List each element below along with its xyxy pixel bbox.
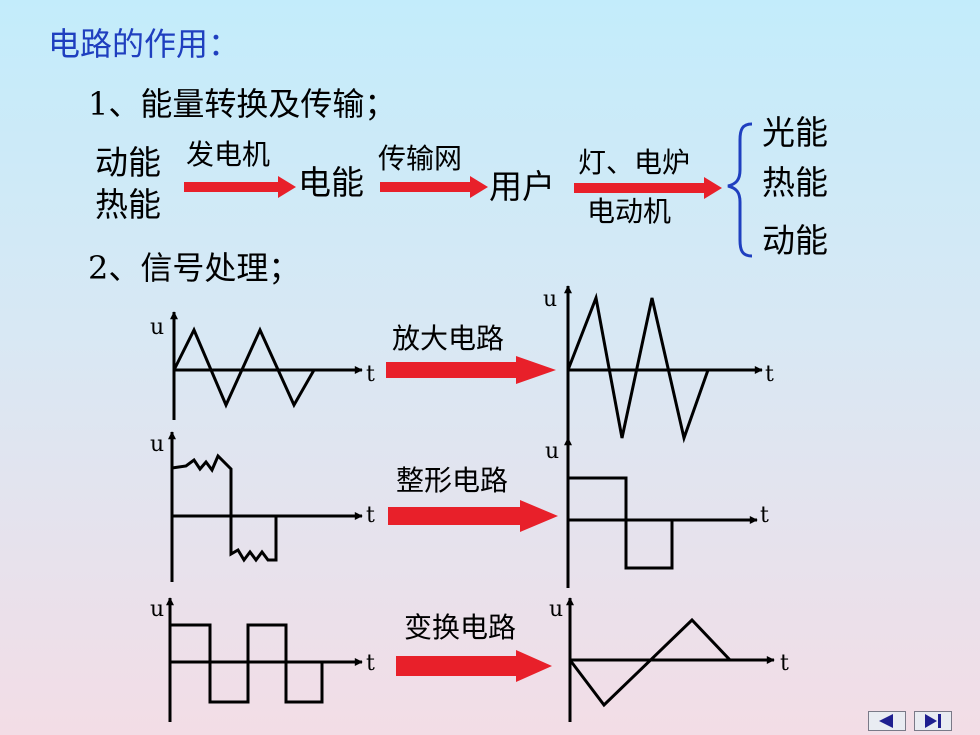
prev-slide-button[interactable] <box>868 711 906 731</box>
output-brace <box>727 122 753 258</box>
waveform-triangle-output <box>568 617 732 708</box>
output-kinetic: 动能 <box>762 221 828 260</box>
input-kinetic: 动能 <box>95 143 161 182</box>
stage3-label-bottom: 电动机 <box>587 195 672 228</box>
waveform-triangle-amplified <box>566 292 710 444</box>
axis-u-label: u <box>543 287 558 312</box>
skip-next-icon <box>925 714 941 728</box>
flow-arrow <box>184 176 296 198</box>
process-arrow <box>388 500 558 532</box>
output-heat: 热能 <box>762 163 828 202</box>
output-light: 光能 <box>762 113 828 152</box>
axis-u-label: u <box>545 439 560 464</box>
row-label-shaping: 整形电路 <box>396 464 509 497</box>
triangle-left-icon <box>879 714 893 728</box>
page-title: 电路的作用： <box>48 25 241 63</box>
next-slide-button[interactable] <box>914 711 952 731</box>
axis-u-label: u <box>150 597 165 622</box>
flow-arrow <box>380 176 488 198</box>
axis-u-label: u <box>549 597 564 622</box>
axis-t-label: t <box>765 362 774 387</box>
axis-t-label: t <box>780 651 789 676</box>
axis-u-label: u <box>150 315 165 340</box>
stage1-label: 发电机 <box>186 138 271 171</box>
waveform-square-output <box>568 476 674 570</box>
node-user: 用户 <box>489 167 555 206</box>
stage2-label: 传输网 <box>378 142 463 175</box>
flow-arrow <box>574 177 722 199</box>
axis-u-label: u <box>150 432 165 457</box>
stage3-label-top: 灯、电炉 <box>578 146 691 179</box>
section2-heading: 2、信号处理； <box>88 249 301 287</box>
process-arrows <box>386 356 558 682</box>
flow-arrows <box>184 176 722 199</box>
row-label-conversion: 变换电路 <box>404 611 517 644</box>
process-arrow <box>396 650 552 682</box>
waveform-square-input <box>170 623 324 704</box>
input-thermal: 热能 <box>95 185 161 224</box>
axis-t-label: t <box>366 651 375 676</box>
section1-heading: 1、能量转换及传输； <box>88 85 397 123</box>
waveform-noisy-square <box>171 453 278 563</box>
axis-t-label: t <box>366 503 375 528</box>
row-label-amplifier: 放大电路 <box>392 322 505 355</box>
axis-t-label: t <box>760 503 769 528</box>
process-arrow <box>386 356 556 384</box>
axis-t-label: t <box>366 362 375 387</box>
node-electric-energy: 电能 <box>298 163 364 202</box>
waveform-triangle-input <box>172 326 316 409</box>
